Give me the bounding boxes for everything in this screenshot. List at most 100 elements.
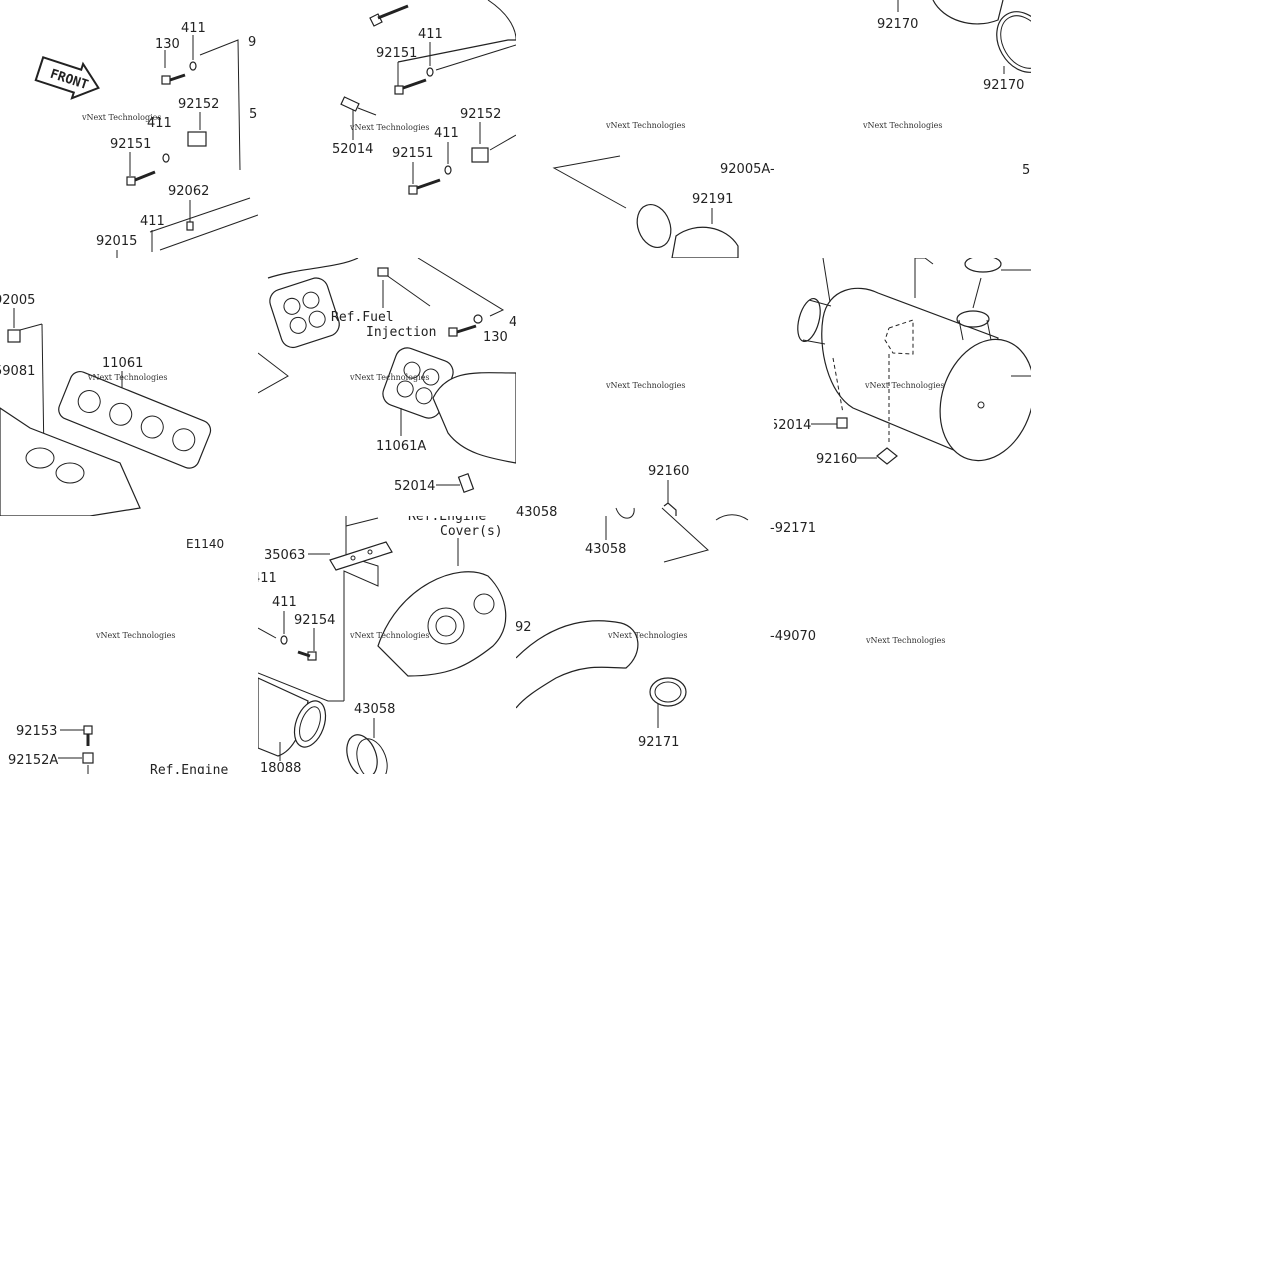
tile-clamps-top: 92170 92170 vNext Technologies xyxy=(773,0,1031,258)
muffler-icon xyxy=(821,287,1031,462)
spacer-92152-b-icon xyxy=(471,147,489,163)
watermark-9: vNext Technologies xyxy=(349,631,429,640)
tile-clamps-top-svg: 92170 92170 vNext Technologies xyxy=(862,0,1031,130)
label-43058-low: 43058 xyxy=(354,702,395,717)
ref-engine-1: Ref.Engine xyxy=(408,516,486,524)
label-411-low: 411 xyxy=(272,595,297,610)
tile-muffler: 921 52014 92160 vNext Technologies xyxy=(773,258,1031,516)
label-92015: 92015 xyxy=(96,234,137,249)
figure-code: E1140 xyxy=(186,537,224,551)
washer-icon-mid xyxy=(162,153,170,163)
tile-muffler-svg: 921 52014 92160 vNext Technologies xyxy=(773,258,1031,467)
pad-92160-b-icon xyxy=(663,502,677,516)
watermark-10: vNext Technologies xyxy=(607,631,687,640)
fitting-52014-right-icon xyxy=(836,417,848,429)
label-92005A: 92005A- xyxy=(720,162,774,177)
tile-small-parts: 92153 92152A Ref.Engine xyxy=(0,710,258,774)
label-92062: 92062 xyxy=(168,184,209,199)
watermark-11: vNext Technologies xyxy=(95,631,175,640)
watermark-1: vNext Technologies xyxy=(81,113,161,122)
label-92152: 92152 xyxy=(178,97,219,112)
label-52014-center: 52014 xyxy=(394,479,435,494)
pipe-section-icon xyxy=(432,372,516,464)
label-92170-a: 92170 xyxy=(877,17,918,32)
label-92152-b: 92152 xyxy=(460,107,501,122)
spacer-92152-icon xyxy=(187,131,207,147)
bolt-92153-icon xyxy=(83,725,93,746)
pad-92160-icon xyxy=(876,447,898,465)
watermark-12: vNext Technologies xyxy=(865,636,945,645)
washer-icon xyxy=(189,61,197,71)
bolt-92151-b-icon xyxy=(408,178,441,195)
bolt-130-center-icon xyxy=(448,324,477,337)
tile-injection-svg: Ref.Fuel Injection 130 4 11061A 52014 vN… xyxy=(258,258,516,494)
tile-lower-hose-svg: 92 92171 vNext Technologies xyxy=(516,620,687,750)
oring-43058-icon xyxy=(346,734,378,774)
fitting-52014-icon xyxy=(340,96,377,116)
label-5-right: 5 xyxy=(1022,163,1030,178)
inlet-icon xyxy=(797,297,832,345)
tile-injection: Ref.Fuel Injection 130 4 11061A 52014 vN… xyxy=(258,258,516,516)
tile-label-92171-right: -92171 xyxy=(770,516,830,540)
clamp-top-icon xyxy=(964,258,1002,273)
label-130: 130 xyxy=(155,37,180,52)
label-130-center: 130 xyxy=(483,330,508,345)
engine-cover-icon xyxy=(377,571,507,677)
tile-watermark-right: vNext Technologies xyxy=(860,625,980,655)
label-92: 92 xyxy=(516,620,532,635)
front-arrow-icon: FRONT xyxy=(34,56,100,100)
washer-icon-2 xyxy=(426,67,434,77)
label-411-mid: 411 xyxy=(147,116,172,131)
label-92152A: 92152A xyxy=(8,753,58,768)
pipe-18088-icon xyxy=(258,677,327,757)
tile-engine-cover-svg: Ref.Engine Cover(s) 35063 411 411 xyxy=(258,516,507,774)
washer-icon-low xyxy=(280,635,288,645)
tile-bolts-front: FRONT 130 411 9 5 92152 411 92151 xyxy=(0,0,258,258)
label-411-partial: 411 xyxy=(258,571,277,586)
watermark-2: vNext Technologies xyxy=(349,123,429,132)
label-4-partial: 4 xyxy=(509,315,516,330)
manifold-body-icon xyxy=(0,407,141,516)
spacer-92152A-icon xyxy=(82,752,94,764)
stud-icon xyxy=(7,329,21,343)
tile-bolts-front-svg: FRONT 130 411 9 5 92152 411 92151 xyxy=(34,21,258,258)
fitting-52014-center-icon xyxy=(457,473,475,493)
watermark-8: vNext Technologies xyxy=(605,381,685,390)
tile-hose-clamp: 92005A- 92191 vNext Technologies xyxy=(516,96,774,258)
hose-92-icon xyxy=(516,620,639,709)
ref-engine-partial: Ref.Engine xyxy=(150,763,228,774)
label-411-low: 411 xyxy=(140,214,165,229)
gasket-top-icon xyxy=(269,277,340,349)
label-92154: 92154 xyxy=(294,613,335,628)
watermark-7: vNext Technologies xyxy=(864,381,944,390)
ref-fuel-1: Ref.Fuel xyxy=(331,310,394,325)
label-43058-partial: 43058 xyxy=(516,505,557,520)
clamp-icon xyxy=(636,204,672,248)
label-52014: 52014 xyxy=(332,142,373,157)
label-411-top: 411 xyxy=(181,21,206,36)
tile-small-parts-svg: 92153 92152A Ref.Engine xyxy=(8,724,228,774)
label-92151: 92151 xyxy=(110,137,151,152)
label-11061A: 11061A xyxy=(376,439,426,454)
watermark-5: vNext Technologies xyxy=(87,373,167,382)
tile-hose-clamp-svg: 92005A- 92191 vNext Technologies xyxy=(552,121,774,258)
tile-lower-clamp-svg: vNext Technologies 92160 43058 43058 -92… xyxy=(516,381,774,563)
tile-engine-cover: Ref.Engine Cover(s) 35063 411 411 xyxy=(258,516,516,774)
tile-label-5: 5 xyxy=(1016,150,1034,180)
label-411-b: 411 xyxy=(434,126,459,141)
bolt-92151-a-icon xyxy=(394,78,427,95)
label-5-partial: 5 xyxy=(249,107,257,122)
bolt-92154-icon xyxy=(297,650,317,661)
tile-watermark-left: vNext Technologies xyxy=(90,620,210,650)
tile-label-49070: -49070 xyxy=(770,624,830,648)
tile-lower-hose: 92 92171 vNext Technologies xyxy=(516,578,774,774)
label-52014-right: 52014 xyxy=(773,418,811,433)
bolt-130-icon xyxy=(161,73,186,85)
tile-figure-code: E1140 xyxy=(180,530,240,554)
bracket-35063-icon xyxy=(329,541,393,571)
tile-lower-clamp: vNext Technologies 92160 43058 43058 -92… xyxy=(516,258,774,578)
